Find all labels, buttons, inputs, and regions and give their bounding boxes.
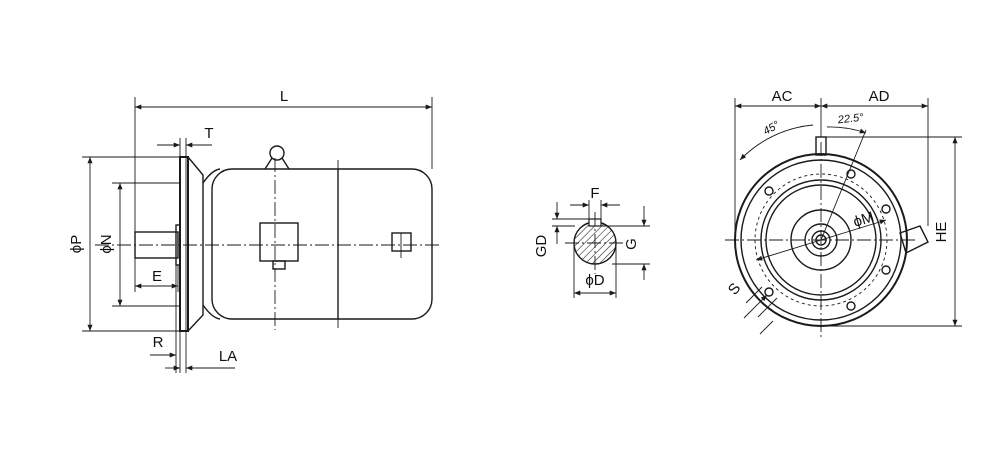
label-angle-22-5: 22.5° — [836, 112, 865, 127]
dimension-GD: GD — [533, 202, 589, 257]
terminal-box — [259, 222, 299, 270]
label-GD: GD — [533, 235, 550, 258]
label-R: R — [153, 334, 164, 351]
label-angle-45: 45° — [761, 119, 782, 138]
side-view: L T ϕP ϕN E — [68, 88, 440, 373]
label-L: L — [280, 88, 288, 105]
mounting-flange — [175, 156, 221, 332]
motor-body — [211, 158, 433, 330]
label-D: ϕD — [585, 272, 604, 289]
front-view: ϕM AC AD HE 45° 2 — [725, 88, 962, 338]
dimension-F: F — [570, 185, 620, 219]
angle-45: 45° — [739, 119, 814, 161]
label-AD: AD — [869, 88, 890, 105]
rear-terminal — [391, 232, 412, 258]
dimension-R: R — [150, 265, 181, 373]
dimension-T: T — [157, 125, 214, 157]
dimension-D: ϕD — [573, 243, 617, 298]
label-N: ϕN — [98, 234, 115, 253]
dimension-L: L — [134, 88, 433, 232]
label-T: T — [204, 125, 213, 142]
dimension-AC: AC — [734, 88, 822, 240]
label-G: G — [623, 238, 640, 250]
label-HE: HE — [933, 222, 950, 243]
dimension-AD: AD — [821, 88, 929, 226]
label-E: E — [152, 268, 162, 285]
label-F: F — [590, 185, 599, 202]
label-P: ϕP — [68, 235, 85, 253]
dimension-N: ϕN — [98, 182, 180, 307]
bolt-holes — [764, 169, 891, 311]
dimension-LA: LA — [165, 331, 237, 373]
label-LA: LA — [219, 348, 237, 365]
dimension-HE: HE — [821, 136, 962, 327]
label-M: ϕM — [851, 209, 876, 231]
shaft-section: F GD G ϕD — [533, 185, 650, 298]
label-AC: AC — [772, 88, 793, 105]
angle-22-5: 22.5° — [820, 112, 867, 241]
lifting-eye — [264, 145, 290, 170]
label-S: S — [725, 280, 744, 299]
dimension-G: G — [601, 206, 650, 280]
dimension-P: ϕP — [68, 156, 180, 332]
dimension-E: E — [134, 258, 179, 292]
